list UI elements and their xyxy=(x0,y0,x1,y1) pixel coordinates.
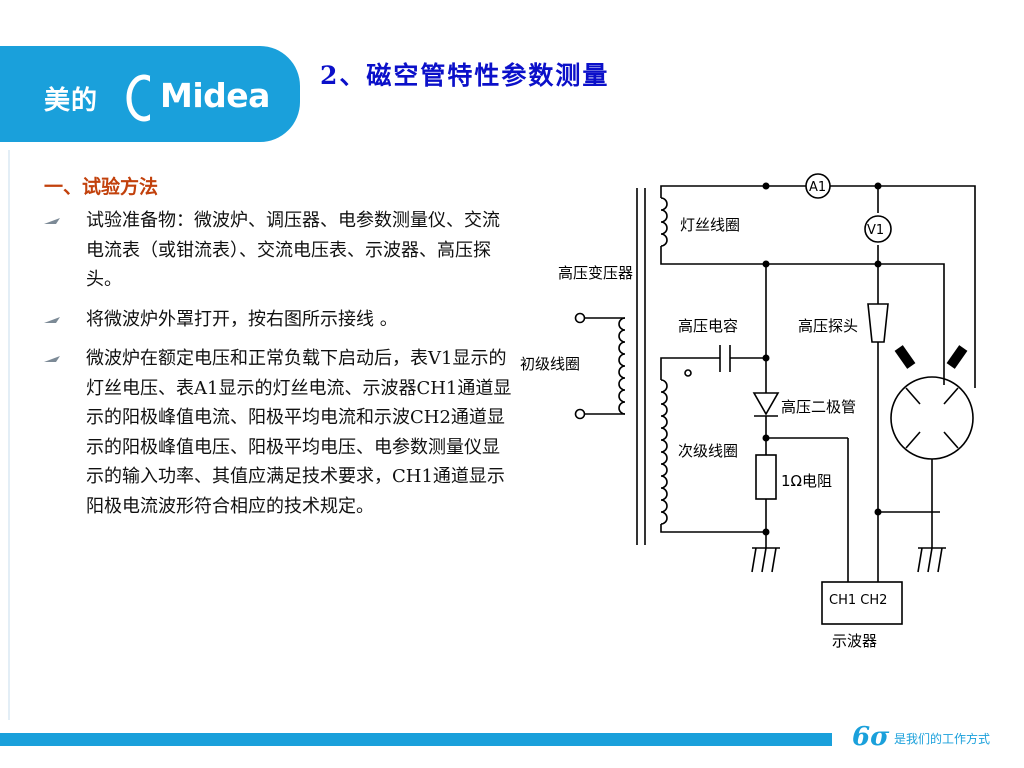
bullet-text: 将微波炉外罩打开，按右图所示接线 。 xyxy=(86,308,398,330)
bullet-item: 试验准备物：微波炉、调压器、电参数测量仪、交流电流表（或钳流表）、交流电压表、示… xyxy=(44,206,514,295)
bullet-item: 将微波炉外罩打开，按右图所示接线 。 xyxy=(44,305,514,335)
six-sigma-logo: 6σ xyxy=(852,722,890,752)
hv-probe-label: 高压探头 xyxy=(798,317,858,335)
bullet-arrow-icon xyxy=(44,356,60,362)
bullet-list: 试验准备物：微波炉、调压器、电参数测量仪、交流电流表（或钳流表）、交流电压表、示… xyxy=(44,206,514,531)
bullet-item: 微波炉在额定电压和正常负载下启动后，表V1显示的灯丝电压、表A1显示的灯丝电流、… xyxy=(44,344,514,521)
section-heading: 一、试验方法 xyxy=(44,176,159,198)
bullet-arrow-icon xyxy=(44,218,60,224)
bullet-arrow-icon xyxy=(44,316,60,323)
filament-coil-label: 灯丝线圈 xyxy=(680,216,740,234)
voltmeter-label: V1 xyxy=(867,223,884,238)
secondary-coil-label: 次级线圈 xyxy=(678,442,738,460)
transformer-label: 高压变压器 xyxy=(558,264,633,282)
logo-chinese-text: 美的 xyxy=(44,86,99,116)
hv-capacitor-label: 高压电容 xyxy=(678,317,738,335)
resistor-label: 1Ω电阻 xyxy=(781,472,832,490)
bullet-text: 试验准备物：微波炉、调压器、电参数测量仪、交流电流表（或钳流表）、交流电压表、示… xyxy=(86,210,500,290)
hv-diode-label: 高压二极管 xyxy=(781,398,856,416)
left-margin-rule xyxy=(8,150,10,720)
ammeter-icon xyxy=(805,173,831,199)
primary-coil-label: 初级线圈 xyxy=(520,355,580,373)
voltmeter-icon xyxy=(864,215,892,243)
bullet-text: 微波炉在额定电压和正常负载下启动后，表V1显示的灯丝电压、表A1显示的灯丝电流、… xyxy=(86,348,512,517)
ammeter-label: A1 xyxy=(809,180,826,195)
footer-bar xyxy=(0,733,832,746)
footer-slogan: 是我们的工作方式 xyxy=(894,732,991,746)
slide-title: 2、磁空管特性参数测量 xyxy=(320,61,610,90)
scope-channels-label: CH1 CH2 xyxy=(829,593,887,608)
circuit-diagram: A1 V1 灯丝线圈 高压变压器 初级线圈 高压电容 高压探头 高压二极管 次级… xyxy=(520,173,976,650)
oscilloscope-label: 示波器 xyxy=(832,632,877,650)
logo-english-text: Midea xyxy=(160,76,270,115)
midea-logo-icon xyxy=(126,74,162,122)
